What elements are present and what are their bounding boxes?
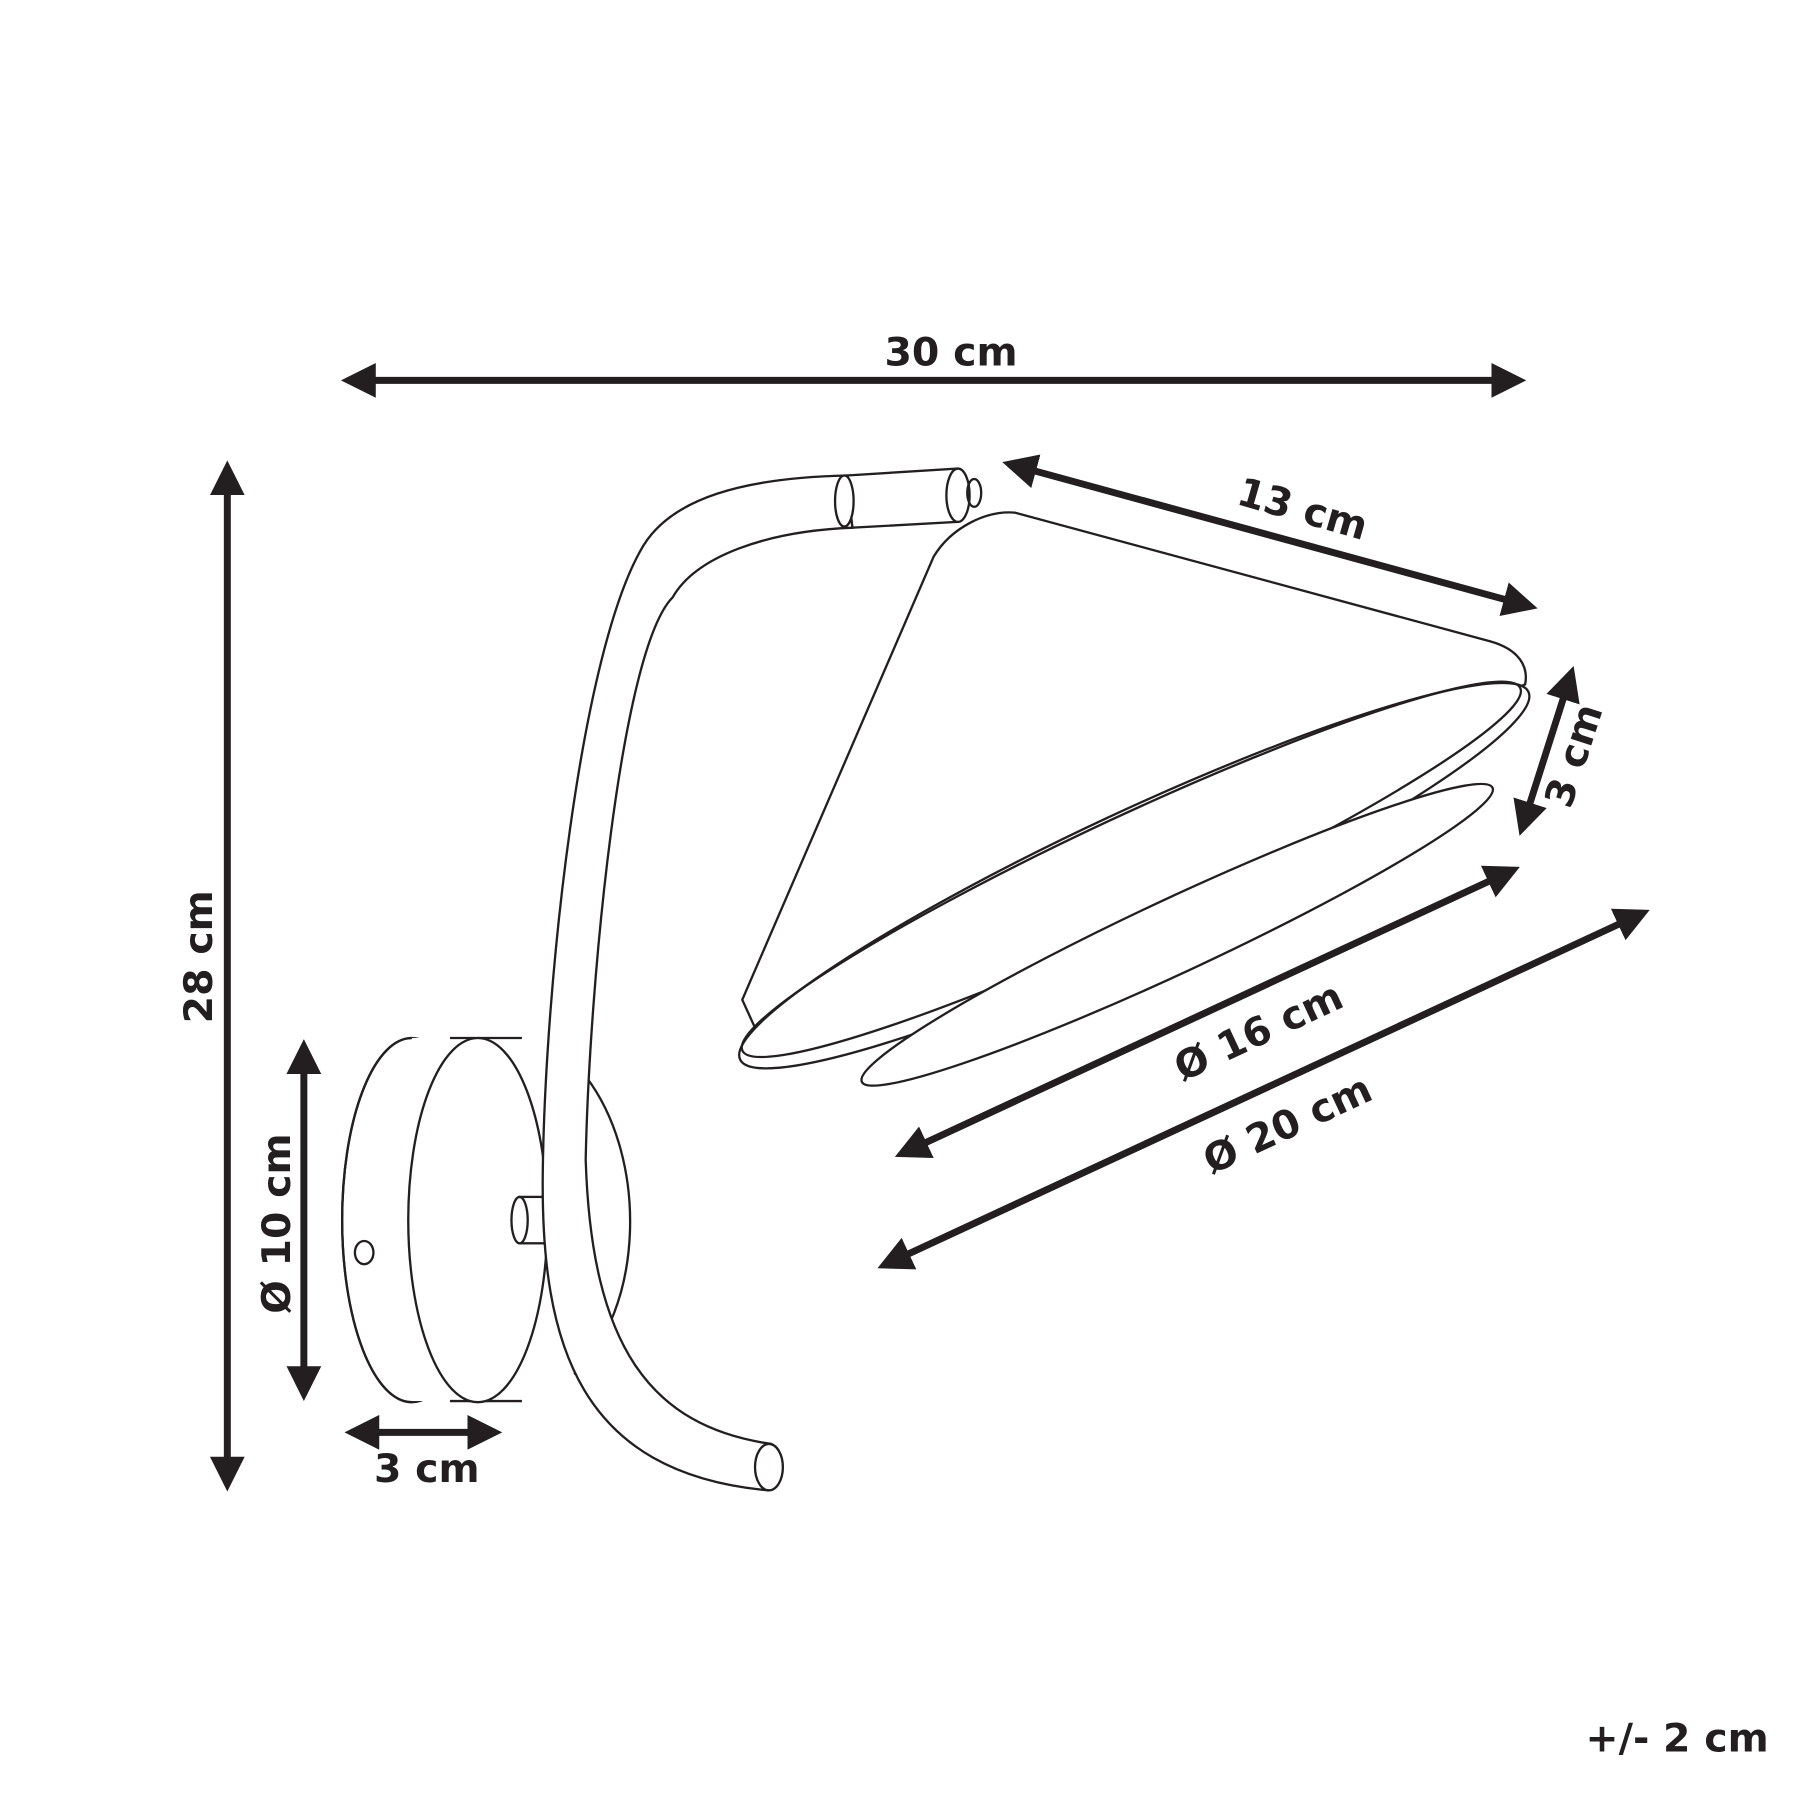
screw-hole-icon	[353, 1239, 375, 1266]
lamp-shade	[738, 511, 1531, 1087]
shade-length-arrow	[1002, 454, 1538, 617]
base-depth-label: 3 cm	[374, 1446, 480, 1492]
height-label: 28 cm	[176, 890, 222, 1023]
lamp-arm	[541, 467, 983, 1492]
wall-base	[340, 1036, 632, 1404]
shade-length-label: 13 cm	[1232, 469, 1373, 550]
tolerance-note: +/- 2 cm	[1586, 1715, 1769, 1761]
shade-height-arrow	[1513, 666, 1580, 836]
shade-diameter-arrow	[877, 908, 1650, 1270]
width-label: 30 cm	[885, 329, 1018, 375]
shade-diameter-label: Ø 20 cm	[1196, 1066, 1379, 1184]
base-diameter-label: Ø 10 cm	[254, 1133, 300, 1313]
